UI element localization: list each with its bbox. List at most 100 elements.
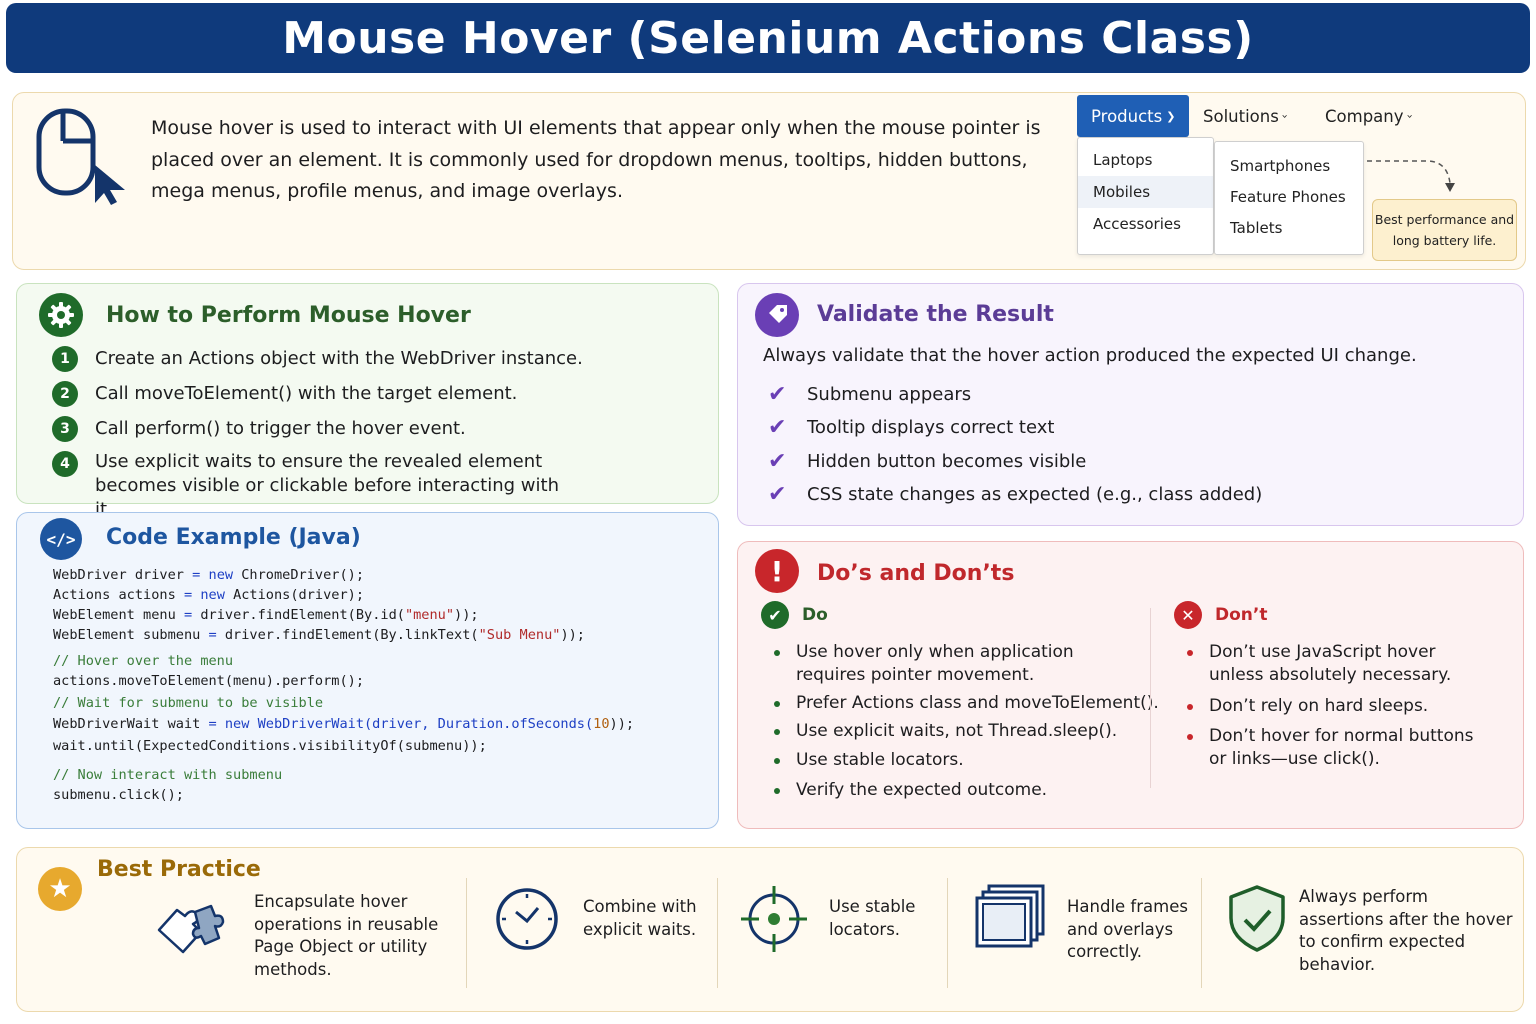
dont-item: Don’t use JavaScript hover unless absolu… xyxy=(1209,642,1452,685)
step-text: Call moveToElement() with the target ele… xyxy=(95,383,518,404)
x-circle-icon: ✕ xyxy=(1174,601,1202,629)
best-item: Always perform assertions after the hove… xyxy=(1299,887,1513,974)
bullet xyxy=(774,650,780,656)
step-text: Create an Actions object with the WebDri… xyxy=(95,348,583,369)
do-item: Prefer Actions class and moveToElement()… xyxy=(796,693,1159,713)
clock-icon xyxy=(496,888,558,950)
do-label: Do xyxy=(802,605,828,625)
column-divider xyxy=(1201,878,1202,988)
alert-icon: ! xyxy=(755,549,799,593)
validate-item: Submenu appears xyxy=(807,384,972,405)
bullet xyxy=(1187,734,1193,740)
step-number: 2 xyxy=(52,381,78,407)
check-icon: ✔ xyxy=(768,382,787,407)
mobiles-submenu: Smartphones Feature Phones Tablets xyxy=(1214,141,1364,255)
dont-item: Don’t rely on hard sleeps. xyxy=(1209,696,1429,716)
intro-card: Mouse hover is used to interact with UI … xyxy=(12,92,1526,270)
code-comment: // Hover over the menu xyxy=(53,653,234,669)
page-title: Mouse Hover (Selenium Actions Class) xyxy=(282,12,1254,64)
frames-icon xyxy=(975,884,1045,948)
bullet xyxy=(1187,650,1193,656)
code-line: actions.moveToElement(menu).perform(); xyxy=(53,673,364,689)
menu-company[interactable]: Company› xyxy=(1325,95,1416,137)
dashed-arrow xyxy=(1367,160,1455,192)
check-icon: ✔ xyxy=(768,482,787,507)
code-icon: </> xyxy=(40,518,82,560)
validate-card: Validate the Result Always validate that… xyxy=(737,283,1524,526)
submenu-item-smartphones[interactable]: Smartphones xyxy=(1230,157,1331,175)
submenu-item-tablets[interactable]: Tablets xyxy=(1230,219,1283,237)
dropdown-item-laptops[interactable]: Laptops xyxy=(1093,151,1153,169)
do-item: Verify the expected outcome. xyxy=(796,780,1048,800)
code-line: WebDriverWait wait = new WebDriverWait(d… xyxy=(53,716,635,732)
best-practice-card: ★ Best Practice Encapsulate hover operat… xyxy=(16,847,1524,1012)
star-icon: ★ xyxy=(38,867,82,911)
validate-item: CSS state changes as expected (e.g., cla… xyxy=(807,484,1263,505)
chevron-down-icon: › xyxy=(1403,113,1417,119)
code-card: </> Code Example (Java) WebDriver driver… xyxy=(16,512,719,829)
bullet xyxy=(774,788,780,794)
chevron-down-icon: › xyxy=(1278,113,1292,119)
dos-title: Do’s and Don’ts xyxy=(817,561,1015,586)
menu-solutions-label: Solutions xyxy=(1203,106,1279,126)
code-comment: // Wait for submenu to be visible xyxy=(53,695,324,711)
step-text: Call perform() to trigger the hover even… xyxy=(95,418,466,439)
crosshair-icon xyxy=(741,886,807,952)
tag-icon xyxy=(755,293,799,337)
validate-item: Tooltip displays correct text xyxy=(807,417,1055,438)
do-item: Use explicit waits, not Thread.sleep(). xyxy=(796,721,1118,741)
dropdown-item-accessories[interactable]: Accessories xyxy=(1093,215,1181,233)
mouse-pointer-icon xyxy=(36,108,125,205)
code-comment: // Now interact with submenu xyxy=(53,767,283,783)
tooltip-box: Best performance and long battery life. xyxy=(1372,199,1517,261)
dont-label: Don’t xyxy=(1215,605,1268,625)
best-item: Combine with explicit waits. xyxy=(583,897,697,939)
column-divider xyxy=(1150,608,1151,788)
menu-company-label: Company xyxy=(1325,106,1404,126)
code-line: WebElement menu = driver.findElement(By.… xyxy=(53,607,479,623)
check-circle-icon: ✔ xyxy=(761,601,789,629)
do-item: Use stable locators. xyxy=(796,750,964,770)
check-icon: ✔ xyxy=(768,449,787,474)
column-divider xyxy=(466,878,467,988)
intro-description: Mouse hover is used to interact with UI … xyxy=(151,117,1041,202)
shield-check-icon xyxy=(1229,885,1285,952)
code-line: WebDriver driver = new ChromeDriver(); xyxy=(53,567,365,583)
column-divider xyxy=(947,878,948,988)
step-number: 3 xyxy=(52,416,78,442)
howto-title: How to Perform Mouse Hover xyxy=(106,303,471,328)
products-dropdown: Laptops Mobiles Accessories xyxy=(1077,137,1214,255)
bullet xyxy=(774,758,780,764)
menu-products[interactable]: Products❯ xyxy=(1077,95,1190,137)
step-text: Use explicit waits to ensure the reveale… xyxy=(95,451,559,520)
best-title: Best Practice xyxy=(97,857,261,882)
validate-item: Hidden button becomes visible xyxy=(807,451,1087,472)
puzzle-icon xyxy=(157,904,225,954)
chevron-down-icon: ❯ xyxy=(1166,109,1176,123)
do-item: Use hover only when application requires… xyxy=(796,642,1074,685)
check-icon: ✔ xyxy=(768,415,787,440)
title-banner: Mouse Hover (Selenium Actions Class) xyxy=(6,3,1530,73)
menu-products-label: Products xyxy=(1091,106,1163,126)
gear-icon xyxy=(39,293,83,337)
code-line: wait.until(ExpectedConditions.visibility… xyxy=(53,738,487,754)
code-line: WebElement submenu = driver.findElement(… xyxy=(53,627,585,643)
validate-title: Validate the Result xyxy=(817,302,1054,327)
column-divider xyxy=(717,878,718,988)
bullet xyxy=(1187,704,1193,710)
menu-solutions[interactable]: Solutions› xyxy=(1203,95,1292,137)
bullet xyxy=(774,729,780,735)
bullet xyxy=(774,701,780,707)
dos-donts-card: ! Do’s and Don’ts ✔ Do Use hover only wh… xyxy=(737,541,1524,829)
step-number: 4 xyxy=(52,451,78,477)
dont-item: Don’t hover for normal buttons or links—… xyxy=(1209,726,1474,769)
step-number: 1 xyxy=(52,346,78,372)
validate-intro: Always validate that the hover action pr… xyxy=(763,345,1417,366)
best-item: Use stable locators. xyxy=(829,897,916,939)
submenu-item-feature-phones[interactable]: Feature Phones xyxy=(1230,188,1346,206)
code-title: Code Example (Java) xyxy=(106,525,361,550)
code-line: Actions actions = new Actions(driver); xyxy=(53,587,365,603)
best-item: Handle frames and overlays correctly. xyxy=(1067,897,1188,961)
best-item: Encapsulate hover operations in reusable… xyxy=(254,892,439,979)
dropdown-item-mobiles[interactable]: Mobiles xyxy=(1078,176,1213,208)
